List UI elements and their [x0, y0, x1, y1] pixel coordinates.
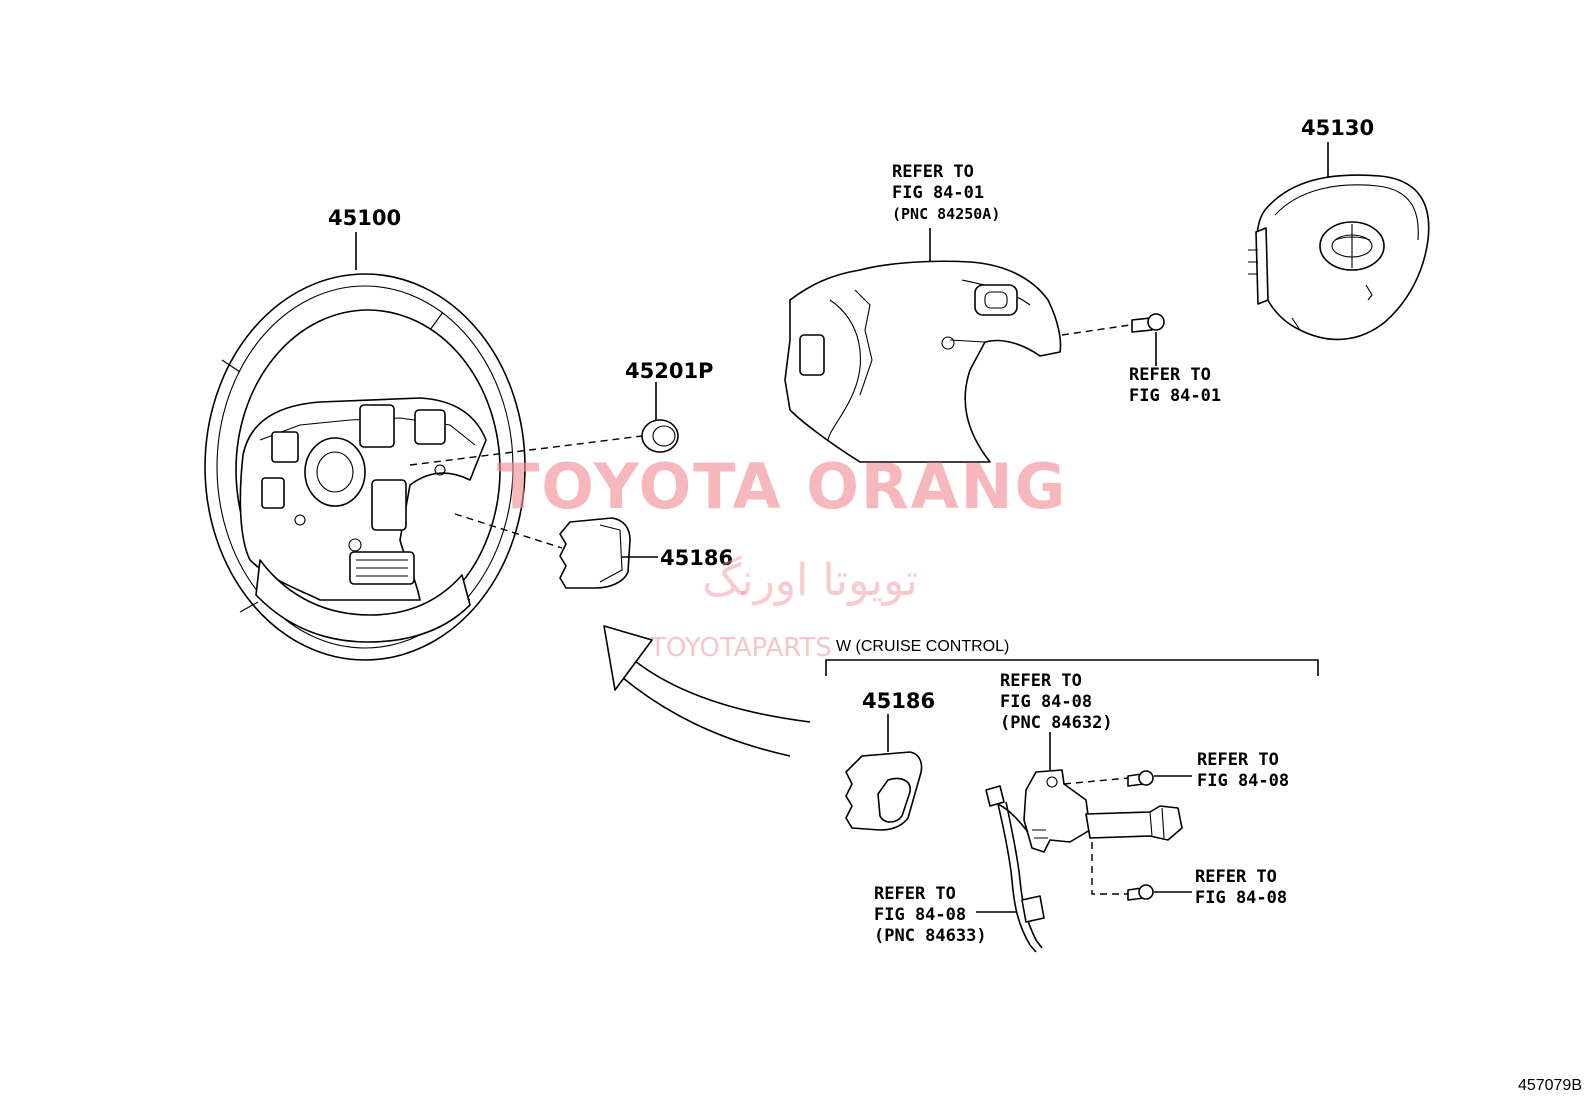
ref-line-3: (PNC 84633) — [874, 926, 987, 946]
dash-screw-r2 — [1091, 842, 1128, 895]
ref-line-2: FIG 84-08 — [1000, 692, 1092, 712]
part-number-45186-cruise[interactable]: 45186 — [862, 689, 935, 713]
part-number-45186-main[interactable]: 45186 — [660, 546, 733, 570]
screw-r2[interactable] — [1127, 884, 1154, 901]
ref-line-1: REFER TO — [1197, 750, 1279, 770]
ref-line-2: FIG 84-01 — [1129, 386, 1221, 406]
option-bracket — [825, 659, 1319, 676]
watermark-brand: TOYOTA ORANG — [497, 450, 1067, 523]
ref-screw-top[interactable]: REFER TO FIG 84-01 — [1129, 365, 1221, 406]
dash-screw-top — [1061, 324, 1131, 336]
dash-cover — [454, 513, 563, 549]
watermark-arabic: تویوتا اورنگ — [702, 555, 918, 606]
ref-line-1: REFER TO — [1129, 365, 1211, 385]
ref-screw-r2[interactable]: REFER TO FIG 84-08 — [1195, 867, 1287, 908]
screw-top[interactable] — [1131, 313, 1165, 333]
ref-line-1: REFER TO — [1195, 867, 1277, 887]
wire-harness[interactable] — [985, 785, 1045, 953]
ref-line-2: FIG 84-08 — [1197, 771, 1289, 791]
ref-line-1: REFER TO — [1000, 671, 1082, 691]
cover-part[interactable] — [559, 517, 631, 589]
cruise-switch[interactable] — [1023, 769, 1183, 853]
ref-line-1: REFER TO — [892, 162, 974, 182]
ref-line-3: (PNC 84250A) — [892, 205, 1000, 223]
ref-line-2: FIG 84-08 — [1195, 888, 1287, 908]
ref-switch-top[interactable]: REFER TO FIG 84-08 (PNC 84632) — [1000, 671, 1113, 733]
part-number-45130[interactable]: 45130 — [1301, 116, 1374, 140]
option-label: W (CRUISE CONTROL) — [836, 638, 1009, 655]
ref-screw-r1[interactable]: REFER TO FIG 84-08 — [1197, 750, 1289, 791]
ref-line-1: REFER TO — [874, 884, 956, 904]
ref-line-3: (PNC 84632) — [1000, 713, 1113, 733]
screw-r1[interactable] — [1127, 770, 1154, 787]
spoke-cover[interactable] — [784, 260, 1062, 463]
steering-wheel[interactable] — [204, 273, 526, 661]
dash-screw-r1 — [1063, 777, 1129, 785]
watermark-site: TOYOTAPARTS — [649, 633, 832, 663]
ref-line-2: FIG 84-01 — [892, 183, 984, 203]
part-number-45201p[interactable]: 45201P — [625, 359, 713, 383]
ref-line-2: FIG 84-08 — [874, 905, 966, 925]
dash-cap — [409, 435, 643, 466]
airbag[interactable] — [1248, 174, 1430, 341]
cover-cruise-part[interactable] — [845, 751, 923, 831]
part-number-45100[interactable]: 45100 — [328, 206, 401, 230]
figure-code: 457079B — [1518, 1077, 1582, 1094]
direction-arrow — [603, 625, 811, 757]
ref-wire[interactable]: REFER TO FIG 84-08 (PNC 84633) — [874, 884, 987, 946]
cap-part[interactable] — [641, 419, 679, 453]
ref-cover-top[interactable]: REFER TO FIG 84-01 (PNC 84250A) — [892, 162, 1000, 223]
